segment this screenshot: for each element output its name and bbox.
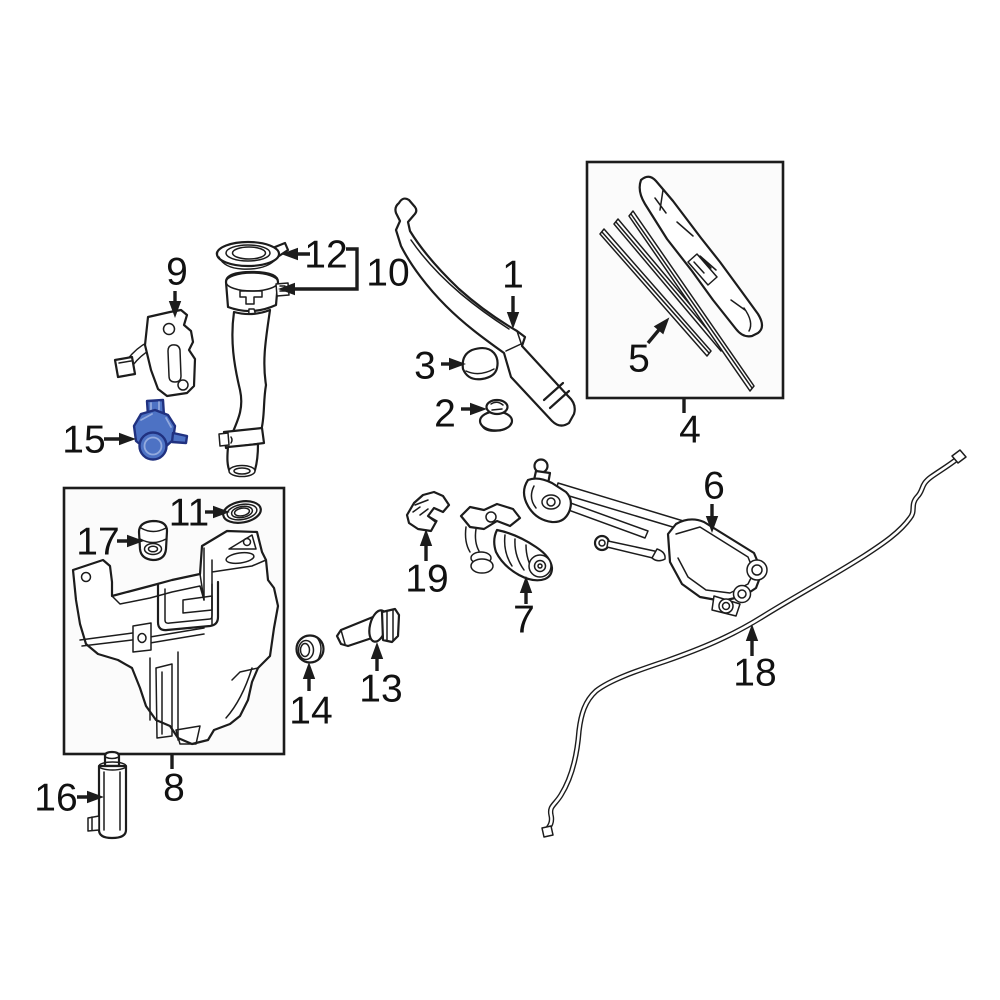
callout-14: 14 [289,662,333,733]
callout-10-arrowhead [278,282,295,296]
callout-6-label: 6 [703,465,725,508]
callout-10-label: 10 [366,252,409,295]
callout-7-label: 7 [513,599,535,642]
sub-reservoir-drawing [87,750,128,840]
callout-13: 13 [359,642,403,711]
callout-19: 19 [405,529,449,601]
callout-3-arrowhead [449,357,466,371]
wiper-arm-drawing [394,197,576,427]
motor-bracket-drawing [405,490,451,533]
bolt-drawing [335,607,401,648]
wiper-blade-insert-drawing [599,210,755,392]
callout-7: 7 [513,576,535,642]
callout-5-label: 5 [628,338,650,381]
wiper-linkage-drawing [522,458,768,617]
callout-19-arrowhead [419,529,433,546]
callout-18-label: 18 [733,652,776,695]
pivot-grommet-drawing [478,398,514,432]
callout-9-arrowhead [168,301,182,318]
callout-11-label: 11 [169,492,210,535]
callout-1-label: 1 [502,254,524,297]
callout-17-arrowhead [127,534,144,548]
washer-pump-highlighted [132,398,189,461]
wiper-arm-cap-drawing [461,346,499,381]
motor-grommet-drawing [295,634,325,664]
callout-8-label: 8 [163,767,185,810]
callout-12-label: 12 [304,234,347,277]
callout-18: 18 [733,624,777,695]
callout-1-arrowhead [506,312,520,329]
callout-13-arrowhead [370,642,384,659]
callout-16-arrowhead [87,790,104,804]
callout-17-label: 17 [76,521,119,564]
callout-6-arrowhead [705,516,719,533]
reservoir-cap-drawing [215,240,290,270]
callout-15-arrowhead [119,432,136,446]
callout-9: 9 [166,251,188,318]
callout-16: 16 [34,777,104,820]
callout-3-label: 3 [414,345,436,388]
wiper-motor-drawing [459,502,554,582]
callout-13-label: 13 [359,668,402,711]
callout-1: 1 [502,254,524,329]
callout-2: 2 [434,393,487,436]
filler-neck-drawing [218,270,290,478]
callout-12-arrowhead [281,247,298,261]
callout-4: 4 [679,399,701,452]
callout-10: 10 [278,247,410,296]
callout-10-leader [288,247,359,291]
tank-grommet-drawing [137,519,169,562]
wiper-blade-drawing [638,175,764,338]
pump-bracket-drawing [113,308,197,398]
callout-16-label: 16 [34,777,77,820]
callout-5: 5 [628,317,670,381]
wiper-blade-box [585,160,785,400]
callout-5-arrowhead [653,317,670,335]
callout-9-label: 9 [166,251,188,294]
callout-12: 12 [281,234,348,277]
callout-19-label: 19 [405,558,448,601]
callout-15: 15 [62,419,136,462]
callout-18-arrowhead [745,624,759,641]
callout-6: 6 [703,465,725,533]
callout-3: 3 [414,345,466,388]
reservoir-ring-drawing [222,500,262,524]
callout-7-arrowhead [519,576,533,593]
callout-14-arrowhead [302,662,316,679]
callout-14-label: 14 [289,690,332,733]
callout-11-arrowhead [213,505,230,519]
callout-2-arrowhead [470,402,487,416]
callout-4-label: 4 [679,409,701,452]
callout-11: 11 [169,492,230,535]
callout-17: 17 [76,521,144,564]
hose-tip-bottom [541,825,554,838]
washer-reservoir-drawing [71,529,280,746]
callout-15-label: 15 [62,419,105,462]
hose-tip-top [951,449,967,464]
callout-8: 8 [163,755,185,810]
callout-2-label: 2 [434,393,456,436]
washer-hose-drawing [541,449,967,838]
